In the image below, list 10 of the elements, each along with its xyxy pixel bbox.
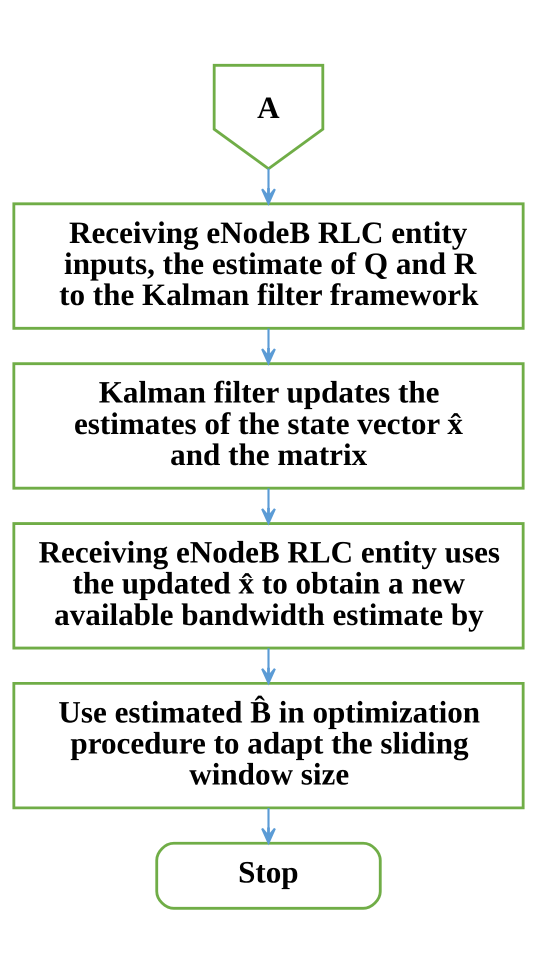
node-box: Stop: [155, 841, 382, 910]
node-box: Receiving eNodeB RLC entity uses the updated x̂ to obtain a new available bandwidth estimate by: [12, 522, 525, 649]
node-box: Receiving eNodeB RLC entity inputs, the estimate of Q and R to the Kalman filter framework: [12, 202, 525, 330]
node-box: Use estimated B̂ in optimization procedure to adapt the sliding window size: [12, 681, 525, 809]
arrow: [261, 648, 276, 684]
arrow: [261, 168, 276, 204]
arrow: [261, 328, 276, 364]
arrow: [261, 488, 276, 524]
arrow: [261, 808, 276, 844]
node-box: Kalman filter updates the estimates of the state vector x̂ and the matrix: [12, 362, 525, 490]
